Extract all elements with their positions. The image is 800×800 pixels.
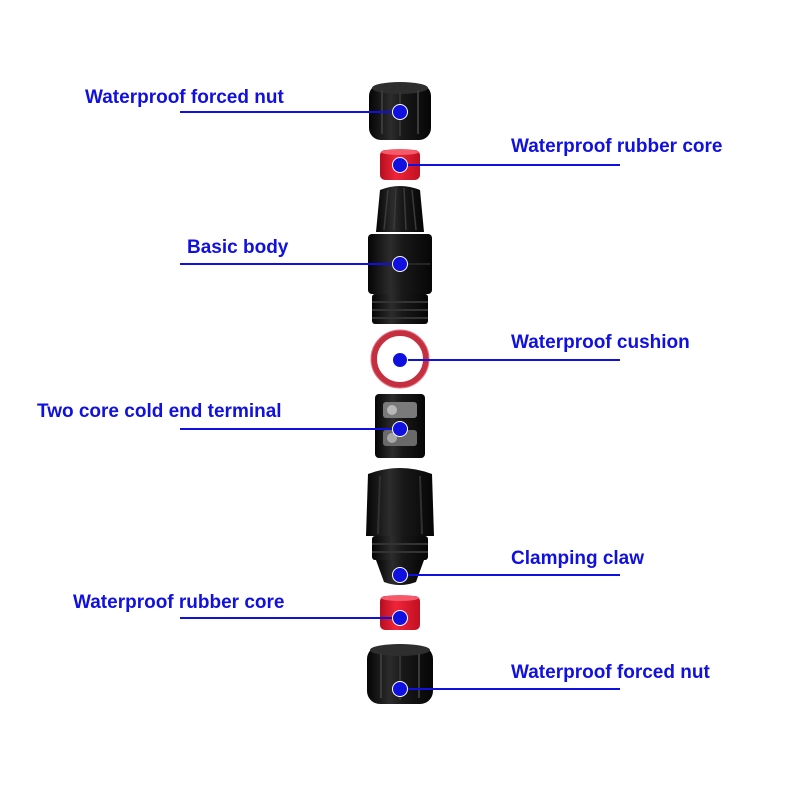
pointer-dot [392,610,408,626]
label-rubber-core-top: Waterproof rubber core [511,136,723,157]
pointer-dot [392,352,408,368]
leader-rubber-core-top [400,164,620,166]
basic-body [368,186,432,324]
pointer-dot [392,256,408,272]
label-clamping-claw: Clamping claw [511,548,645,569]
pointer-dot [392,421,408,437]
label-nut-top: Waterproof forced nut [85,87,284,108]
leader-nut-bottom [400,688,620,690]
leader-cushion [400,359,620,361]
label-terminal: Two core cold end terminal [37,401,282,422]
leader-clamping-claw [400,574,620,576]
leader-rubber-core-bottom [180,617,400,619]
leader-nut-top [180,111,400,113]
label-cushion: Waterproof cushion [511,332,690,353]
label-basic-body: Basic body [187,237,289,258]
pointer-dot [392,681,408,697]
leader-terminal [180,428,400,430]
label-rubber-core-bottom: Waterproof rubber core [73,592,285,613]
leader-basic-body [180,263,400,265]
label-nut-bottom: Waterproof forced nut [511,662,710,683]
pointer-dot [392,157,408,173]
pointer-dot [392,104,408,120]
pointer-dot [392,567,408,583]
